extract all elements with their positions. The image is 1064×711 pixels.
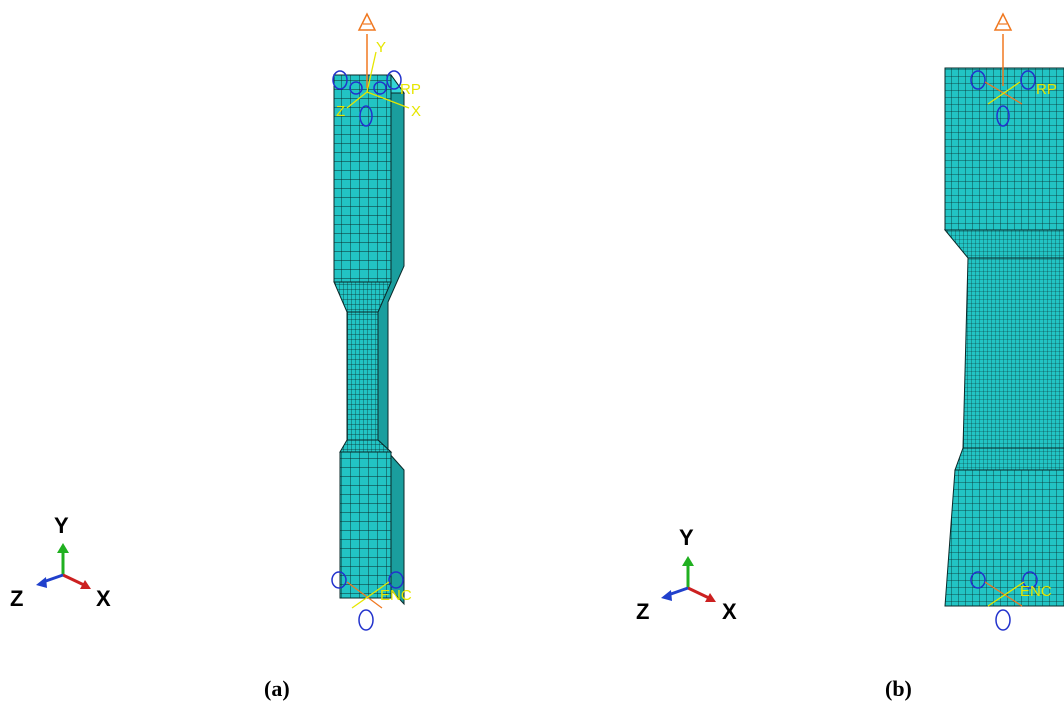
caption-a: (a) — [264, 676, 290, 701]
specimen-b-upper-transition — [943, 229, 1064, 259]
local-z-label: Z — [336, 103, 345, 120]
load-arrow-icon — [357, 12, 377, 88]
caption-b: (b) — [885, 676, 912, 701]
specimen-b-lower-grip — [944, 469, 1064, 607]
specimen-b-gauge-section — [962, 257, 1064, 449]
load-arrow-icon-b — [993, 12, 1013, 86]
local-y-label: Y — [376, 39, 386, 56]
triad-y-label-b: Y — [679, 525, 694, 550]
pin-constraint-icon-top-b — [970, 70, 1036, 127]
specimen-b-upper-grip — [944, 67, 1064, 231]
pin-constraint-icon-bottom-a: ENC — [331, 571, 412, 631]
rp-label: RP — [400, 81, 421, 98]
triad-x-label-b: X — [722, 599, 737, 624]
triad-y-label: Y — [54, 513, 69, 538]
specimen-a-gauge-section — [346, 311, 379, 441]
enc-label-b: ENC — [1020, 583, 1052, 600]
local-x-label: X — [411, 103, 421, 120]
triad-z-label-b: Z — [636, 599, 649, 624]
rp-label-b: RP — [1036, 81, 1057, 98]
coordinate-triad-icon: Y X Z — [10, 513, 111, 611]
specimen-model-b — [943, 67, 1064, 607]
enc-label: ENC — [380, 587, 412, 604]
local-csys-icon: Y X Z RP — [336, 39, 421, 120]
pin-constraint-icon-bottom-b: ENC — [970, 571, 1052, 631]
coordinate-triad-icon-b: Y X Z — [636, 525, 737, 624]
triad-x-label: X — [96, 586, 111, 611]
specimen-a-lower-grip — [339, 451, 392, 599]
specimen-b-lower-transition — [954, 447, 1064, 471]
pin-constraint-icon — [332, 70, 402, 127]
triad-z-label: Z — [10, 586, 23, 611]
specimen-model-a — [333, 73, 405, 606]
